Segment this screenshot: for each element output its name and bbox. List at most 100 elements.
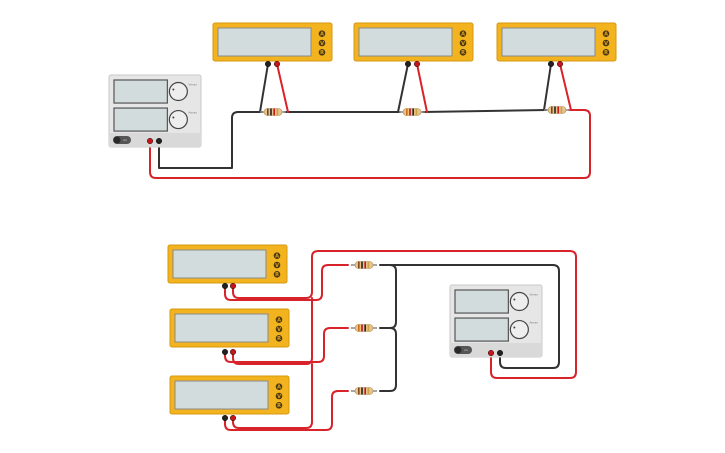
wire-meter5-red-probe[interactable]	[232, 297, 313, 365]
meter-series-1-com-terminal[interactable]	[265, 61, 272, 68]
mode-button-icon	[273, 261, 281, 269]
resistor-parallel-3-band	[358, 387, 360, 395]
power-supply-series-bottom-panel	[109, 133, 201, 147]
multimeter-parallel-3[interactable]: AVR	[169, 375, 290, 415]
meter-parallel-2-com-terminal[interactable]	[221, 349, 228, 356]
meter-series-2-input-terminal[interactable]	[414, 61, 421, 68]
meter-parallel-3-input-terminal[interactable]	[229, 415, 236, 422]
multimeter-parallel-2-mode-button-r[interactable]: R	[275, 335, 283, 342]
switch-toggle-icon	[113, 136, 121, 144]
mode-button-label: V	[461, 41, 465, 47]
resistor-series-3-band	[554, 106, 556, 114]
meter-parallel-2-input-terminal[interactable]	[229, 349, 236, 356]
multimeter-series-1-mode-button-a[interactable]: A	[318, 30, 326, 37]
power-supply-parallel-bottom-panel	[450, 343, 542, 357]
wire-black-bus[interactable]	[379, 264, 560, 369]
meter-parallel-1-com-terminal[interactable]	[221, 283, 228, 290]
multimeter-series-3[interactable]: AVR	[496, 22, 617, 62]
mode-button-label: R	[461, 50, 465, 56]
knob-label: Amax	[188, 111, 197, 115]
power-supply-parallel-voltage-knob[interactable]	[509, 291, 529, 312]
multimeter-series-2-mode-button-v[interactable]: V	[459, 39, 467, 47]
wire-black-r2-to-r3[interactable]	[422, 109, 547, 113]
power-supply-parallel-current-knob[interactable]	[509, 319, 529, 340]
wire-meter5-black-probe[interactable]	[224, 327, 349, 363]
multimeter-series-3-mode-button-v[interactable]: V	[602, 39, 610, 47]
multimeter-parallel-2-mode-button-a[interactable]: A	[275, 316, 283, 323]
wire-meter1-red-probe[interactable]	[276, 63, 289, 113]
wire-black-r6-to-bus[interactable]	[379, 327, 397, 392]
multimeter-series-2-mode-button-a[interactable]: A	[459, 30, 467, 37]
resistor-parallel-2-band	[367, 324, 370, 332]
resistor-parallel-1-band	[358, 261, 360, 269]
resistor-series-1-band	[276, 108, 279, 116]
resistor-series-3-body	[547, 106, 567, 114]
mode-button-label: V	[275, 263, 279, 269]
meter-series-3-com-terminal[interactable]	[548, 61, 555, 68]
multimeter-parallel-3-mode-button-r[interactable]: R	[275, 402, 283, 409]
multimeter-parallel-3-mode-button-v[interactable]: V	[275, 392, 283, 400]
resistor-series-2-band	[412, 108, 414, 116]
multimeter-parallel-1-screen	[172, 249, 267, 279]
multimeter-parallel-1-mode-button-v[interactable]: V	[273, 261, 281, 269]
resistor-parallel-2[interactable]	[351, 324, 377, 332]
mode-button-label: A	[461, 31, 465, 37]
resistor-series-1[interactable]	[260, 108, 286, 116]
power-supply-series-current-knob[interactable]	[168, 109, 188, 130]
wire-black-psu-to-r1[interactable]	[158, 111, 263, 169]
wire-meter3-black-probe[interactable]	[543, 63, 552, 111]
multimeter-parallel-2[interactable]: AVR	[169, 308, 290, 348]
resistor-parallel-1-band	[367, 261, 370, 269]
psu-series-negative-terminal[interactable]	[155, 137, 162, 144]
switch-toggle-icon	[454, 346, 462, 354]
multimeter-parallel-1-mode-button-a[interactable]: A	[273, 252, 281, 259]
resistor-series-2[interactable]	[399, 108, 425, 116]
wire-meter3-red-probe[interactable]	[559, 63, 572, 111]
multimeter-parallel-2-mode-button-v[interactable]: V	[275, 325, 283, 333]
multimeter-parallel-1-mode-button-r[interactable]: R	[273, 271, 281, 278]
mode-button-icon	[318, 39, 326, 47]
mode-button-icon	[275, 335, 283, 342]
meter-parallel-1-input-terminal[interactable]	[229, 283, 236, 290]
psu-parallel-positive-terminal[interactable]	[488, 350, 495, 357]
multimeter-series-2[interactable]: AVR	[353, 22, 474, 62]
meter-series-3-input-terminal[interactable]	[557, 61, 564, 68]
mode-button-label: V	[320, 41, 324, 47]
knob-indicator-icon	[513, 326, 516, 329]
multimeter-series-1[interactable]: AVR	[212, 22, 333, 62]
resistor-parallel-2-band	[358, 324, 360, 332]
wire-red-psu-outer[interactable]	[232, 250, 577, 379]
wire-meter2-black-probe[interactable]	[397, 63, 409, 113]
resistor-series-3[interactable]	[544, 106, 570, 114]
wire-meter6-red-probe[interactable]	[232, 363, 313, 429]
multimeter-parallel-1[interactable]: AVR	[167, 244, 288, 284]
meter-series-1-input-terminal[interactable]	[274, 61, 281, 68]
wire-meter6-black-probe[interactable]	[224, 390, 349, 431]
resistor-parallel-1[interactable]	[351, 261, 377, 269]
meter-parallel-3-com-terminal[interactable]	[221, 415, 228, 422]
wire-meter2-red-probe[interactable]	[416, 63, 428, 113]
mode-button-label: V	[277, 327, 281, 333]
multimeter-series-1-mode-button-v[interactable]: V	[318, 39, 326, 47]
wire-meter4-black-probe[interactable]	[224, 264, 349, 301]
multimeter-series-2-mode-button-r[interactable]: R	[459, 49, 467, 56]
power-supply-series-current-display	[113, 107, 168, 132]
resistor-parallel-3[interactable]	[351, 387, 377, 395]
psu-parallel-negative-terminal[interactable]	[497, 350, 504, 357]
knob-label: Vmax	[188, 83, 197, 87]
power-supply-series-voltage-knob[interactable]	[168, 81, 188, 102]
multimeter-series-3-mode-button-r[interactable]: R	[602, 49, 610, 56]
psu-series-positive-terminal[interactable]	[146, 137, 153, 144]
multimeter-series-1-mode-button-r[interactable]: R	[318, 49, 326, 56]
multimeter-series-3-mode-button-a[interactable]: A	[602, 30, 610, 37]
wire-black-r5-to-bus[interactable]	[379, 264, 397, 329]
meter-series-2-com-terminal[interactable]	[405, 61, 412, 68]
multimeter-parallel-3-mode-button-a[interactable]: A	[275, 383, 283, 390]
series-circuit-wires	[149, 63, 591, 179]
resistor-series-3-band	[560, 106, 563, 114]
wire-red-r3-to-psu[interactable]	[149, 109, 591, 179]
wire-meter1-black-probe[interactable]	[259, 63, 269, 113]
resistor-series-2-body	[402, 108, 422, 116]
